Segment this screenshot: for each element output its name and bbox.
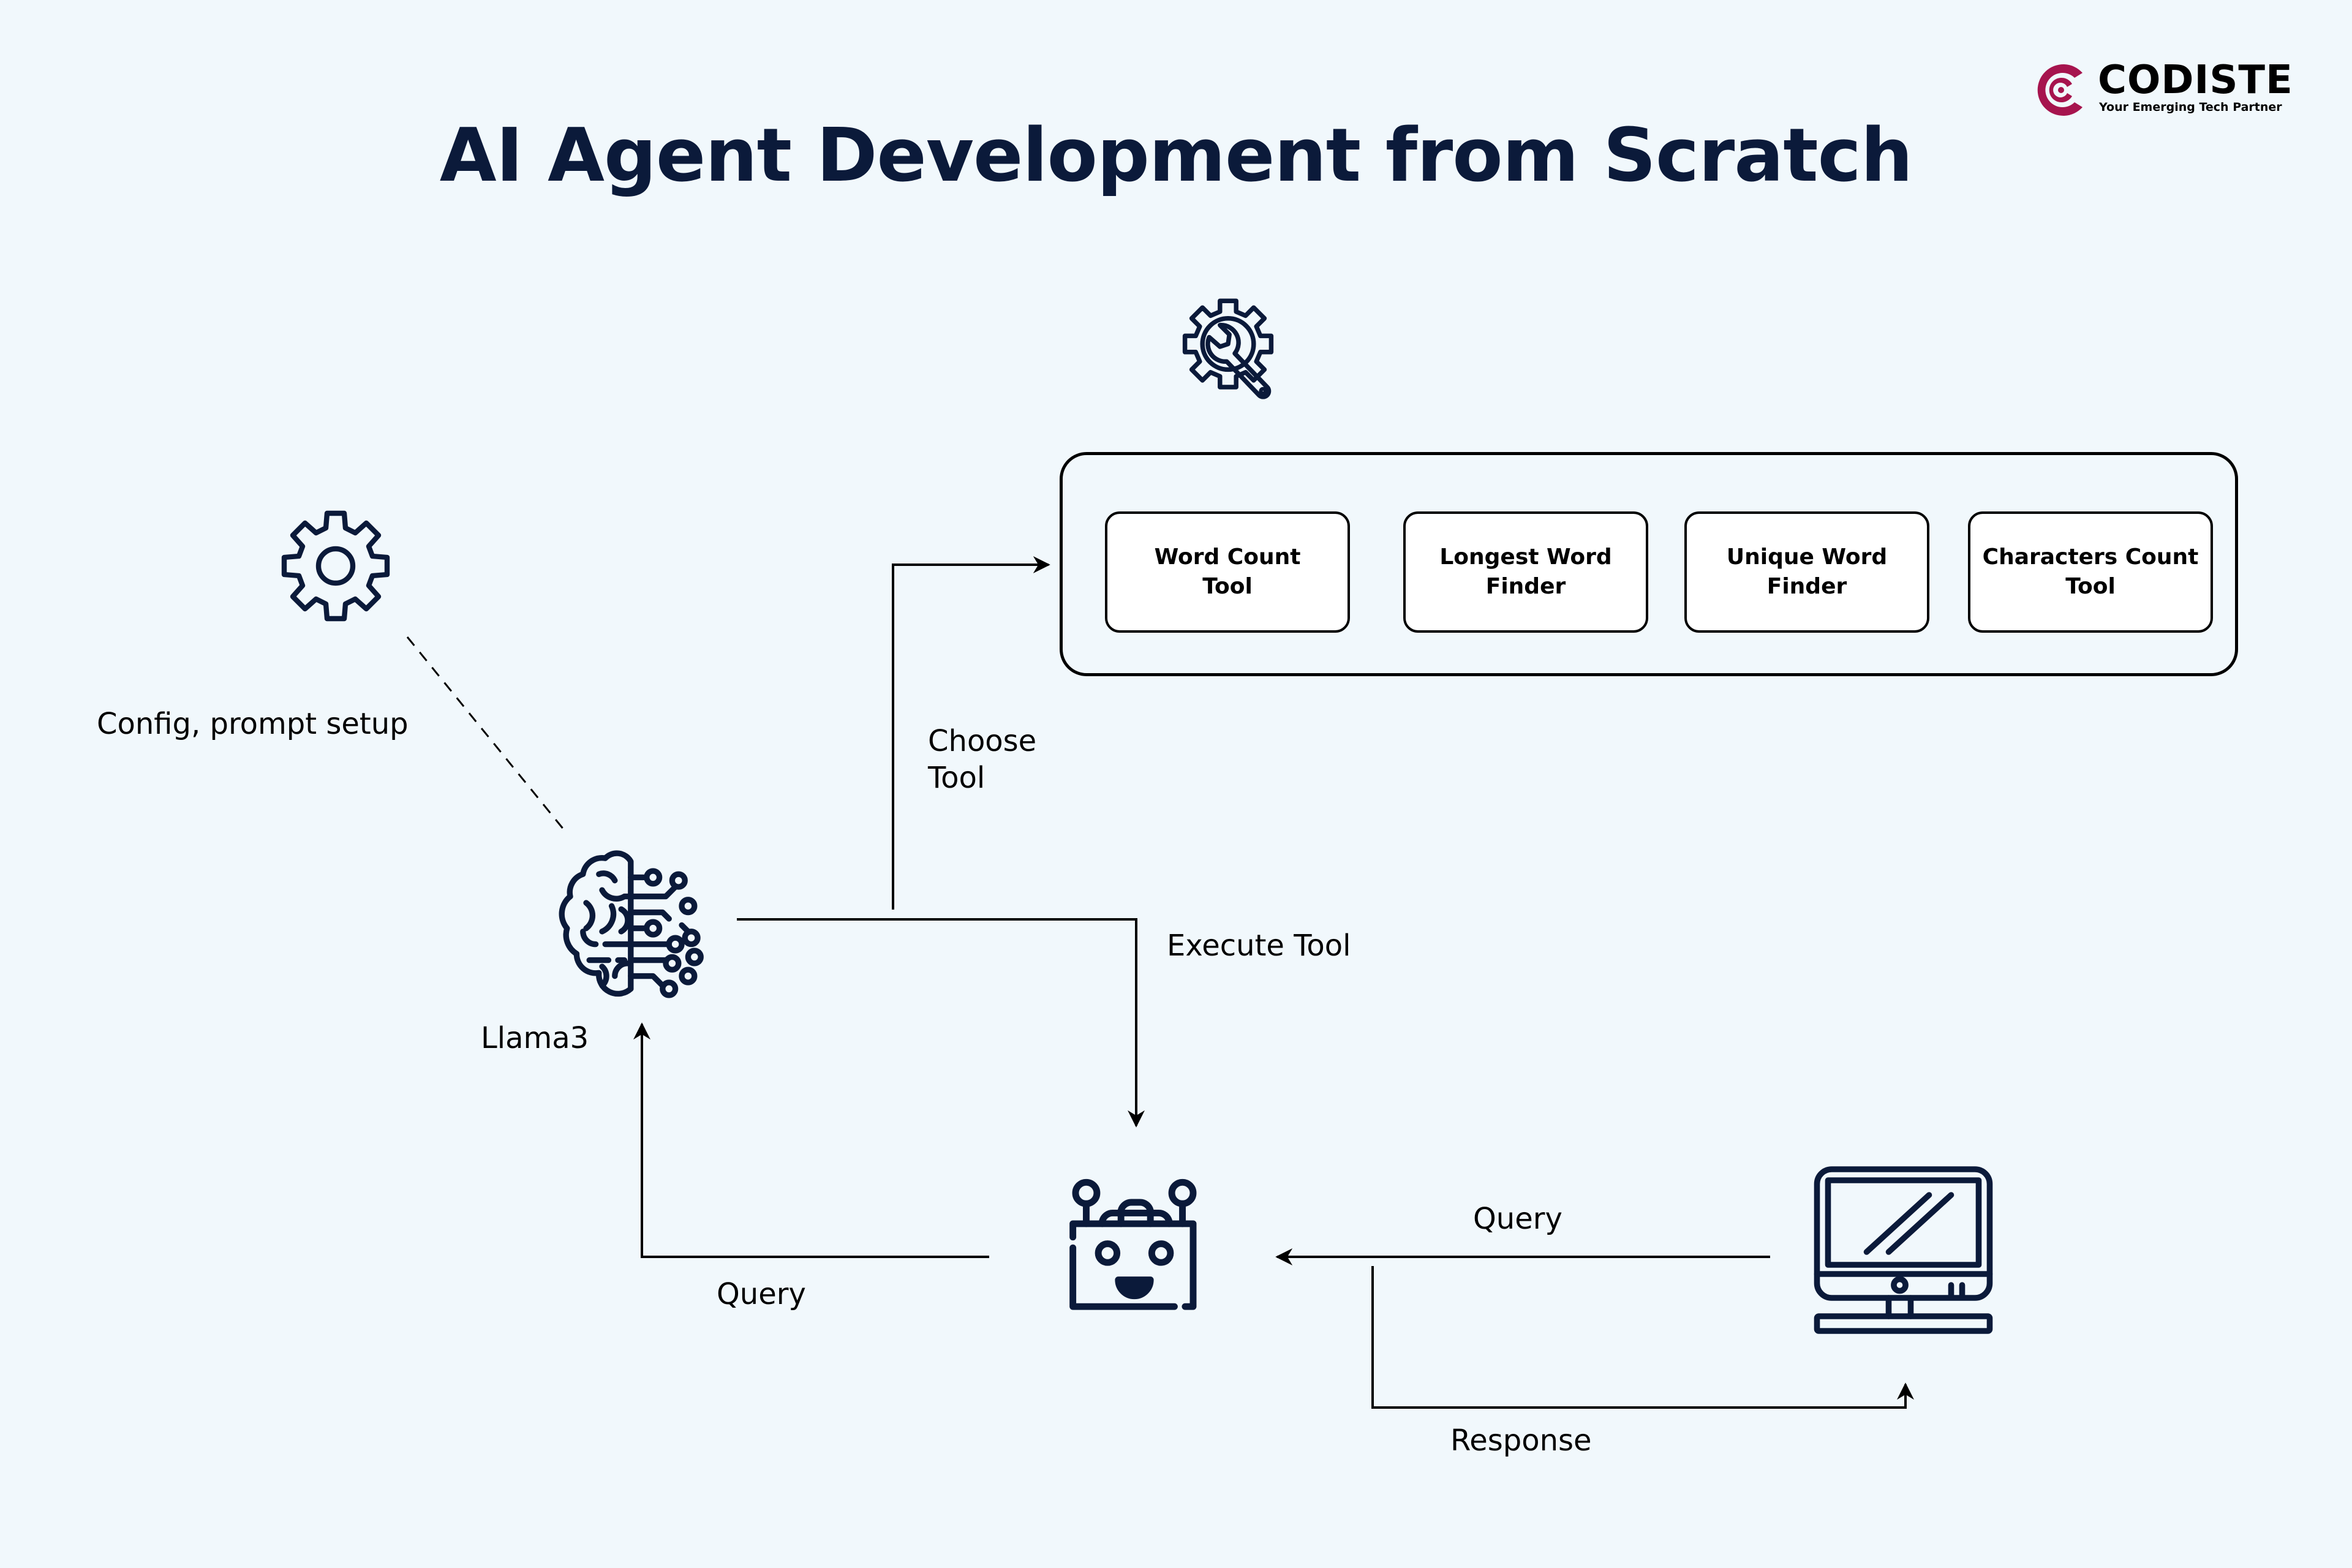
query-to-llm-arrow: [633, 1022, 989, 1258]
robot-icon: [1069, 1178, 1197, 1310]
tools-group: [1060, 452, 2238, 676]
desktop-computer-icon: [1814, 1166, 1993, 1334]
tool-label: Characters Count Tool: [1982, 545, 2199, 599]
query-right-label: Query: [1473, 1202, 1562, 1236]
llm-label: Llama3: [481, 1021, 589, 1055]
response-arrow-head: [1538, 1382, 1914, 1409]
tool-label: Longest Word Finder: [1439, 545, 1612, 599]
page-title: AI Agent Development from Scratch: [439, 113, 1913, 198]
codiste-logo-mark-icon: [2037, 64, 2082, 116]
execute-tool-label: Execute Tool: [1167, 929, 1351, 963]
logo-tagline: Your Emerging Tech Partner: [2099, 100, 2282, 114]
choose-tool-label-line2: Tool: [928, 761, 986, 795]
gear-wrench-icon: [1182, 298, 1274, 399]
tool-word-count[interactable]: Word Count Tool: [1105, 511, 1350, 633]
codiste-logo: CODISTE Your Emerging Tech Partner: [2030, 56, 2300, 124]
tool-longest-word-finder[interactable]: Longest Word Finder: [1403, 511, 1648, 633]
tool-unique-word-finder[interactable]: Unique Word Finder: [1684, 511, 1929, 633]
brain-circuit-icon: [559, 850, 704, 998]
execute-tool-arrow: [737, 918, 1145, 1128]
response-label: Response: [1450, 1423, 1592, 1458]
tool-label: Unique Word Finder: [1726, 545, 1888, 599]
config-dashed-line: [406, 636, 568, 834]
logo-wordmark: CODISTE: [2098, 58, 2293, 103]
tool-characters-count[interactable]: Characters Count Tool: [1968, 511, 2213, 633]
choose-tool-arrow: [892, 556, 1050, 910]
choose-tool-label-line1: Choose: [928, 724, 1037, 758]
response-arrow: [1371, 1266, 1538, 1409]
config-label: Config, prompt setup: [97, 707, 409, 741]
query-left-label: Query: [717, 1277, 806, 1311]
tool-label: Word Count Tool: [1154, 545, 1301, 599]
gear-icon: [281, 510, 390, 622]
